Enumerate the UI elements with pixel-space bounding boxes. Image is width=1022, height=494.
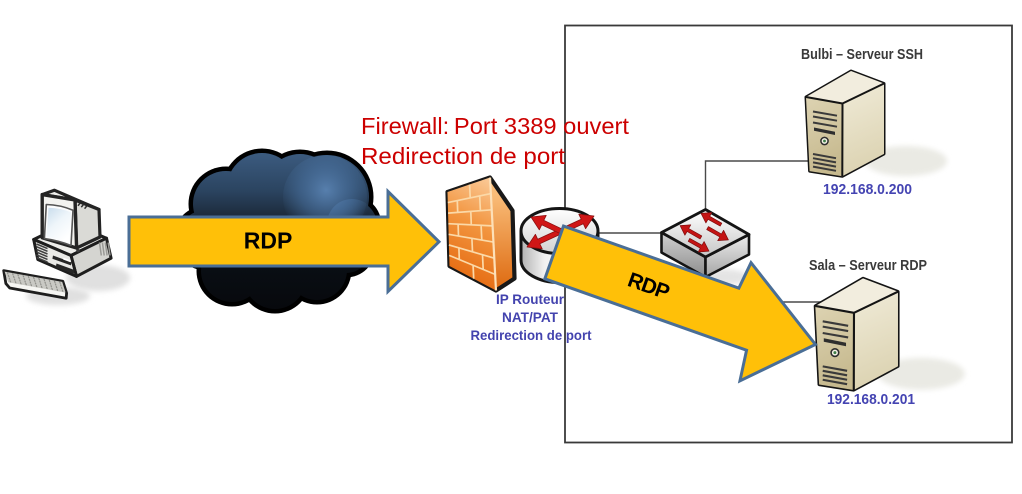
- svg-text:192.168.0.200: 192.168.0.200: [823, 182, 912, 198]
- svg-text:Sala – Serveur RDP: Sala – Serveur RDP: [809, 258, 927, 274]
- svg-text:Bulbi – Serveur SSH: Bulbi – Serveur SSH: [801, 47, 923, 63]
- svg-text:Redirection de port: Redirection de port: [471, 327, 592, 343]
- svg-text:Firewall: Port 3389 ouvert: Firewall: Port 3389 ouvert: [361, 113, 630, 139]
- svg-text:Redirection de port: Redirection de port: [361, 143, 566, 169]
- svg-text:IP Routeur: IP Routeur: [496, 291, 565, 307]
- svg-text:192.168.0.201: 192.168.0.201: [827, 392, 915, 408]
- svg-text:NAT/PAT: NAT/PAT: [502, 309, 558, 325]
- svg-text:RDP: RDP: [244, 228, 293, 254]
